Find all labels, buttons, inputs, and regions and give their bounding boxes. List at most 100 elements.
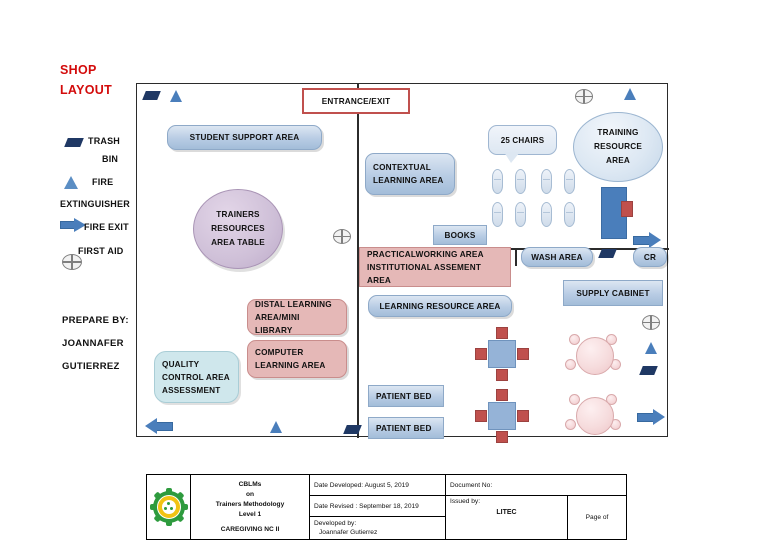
footer-logo-cell <box>147 475 191 539</box>
wall-vertical-upper <box>357 84 359 250</box>
legend-label-fire: FIRE <box>92 177 114 187</box>
room-label-line-3: AREA TABLE <box>211 238 265 247</box>
issued-by-value: LITEC <box>496 509 517 517</box>
fire-exit-arrow-icon <box>633 232 661 248</box>
footer-doc-cell: Document No: Issued by: LITEC Page of <box>446 475 626 539</box>
room-label: BOOKS <box>444 230 476 240</box>
room-label-line-1: CONTEXTUAL <box>373 163 431 172</box>
room-label-line-1: TRAINING <box>597 128 639 137</box>
footer-cblm-cell: CBLMs on Trainers Methodology Level 1 CA… <box>191 475 310 539</box>
first-aid-icon <box>333 229 351 244</box>
cblm-line-4: Level 1 <box>238 510 262 518</box>
chair-icon <box>492 169 503 194</box>
room-quality-control-area[interactable]: QUALITY CONTROL AREA ASSESSMENT <box>154 351 239 403</box>
wall-horizontal-mid <box>357 248 669 250</box>
prepared-by-name-line-1: JOANNAFER <box>62 338 124 349</box>
room-label-line-1: PRACTICALWORKING AREA <box>367 249 484 259</box>
footer-bottom-row: Issued by: LITEC Page of <box>446 496 626 539</box>
page-number-cell: Page of <box>585 514 609 522</box>
room-label: LEARNING RESOURCE AREA <box>379 301 501 311</box>
room-label-line-2: LEARNING AREA <box>373 176 444 185</box>
callout-25-chairs[interactable]: 25 CHAIRS <box>488 125 557 155</box>
fire-exit-arrow-icon <box>637 409 665 425</box>
room-label-line-1: COMPUTER <box>255 348 304 357</box>
fire-extinguisher-icon <box>170 90 182 102</box>
room-label-line-2: LEARNING AREA <box>255 361 326 370</box>
room-student-support-area[interactable]: STUDENT SUPPORT AREA <box>167 125 322 150</box>
chair-icon <box>541 169 552 194</box>
trash-bin-icon <box>142 91 161 100</box>
room-contextual-learning-area[interactable]: CONTEXTUAL LEARNING AREA <box>365 153 455 195</box>
document-footer-table: CBLMs on Trainers Methodology Level 1 CA… <box>146 474 627 540</box>
room-trainers-resources-area-table[interactable]: TRAINERS RESOURCES AREA TABLE <box>193 189 283 269</box>
room-label-line-3: ASSESSMENT <box>162 385 221 395</box>
callout-label: 25 CHAIRS <box>500 135 545 145</box>
room-cr[interactable]: CR <box>633 247 667 267</box>
tesda-logo-icon <box>149 488 188 526</box>
entrance-exit-box[interactable]: ENTRANCE/EXIT <box>302 88 410 114</box>
legend-title: SHOP LAYOUT <box>60 60 138 100</box>
chair-icon <box>492 202 503 227</box>
room-label: PATIENT BED <box>376 423 432 433</box>
first-aid-icon <box>575 89 593 104</box>
chair-icon <box>564 169 575 194</box>
developed-by-name: Joannafer Gutierrez <box>319 529 378 536</box>
chair-icon <box>515 202 526 227</box>
chair-icon <box>564 202 575 227</box>
room-training-resource-area[interactable]: TRAINING RESOURCE AREA <box>573 112 663 182</box>
floor-plan-diagram: STUDENT SUPPORT AREA TRAINERS RESOURCES … <box>136 83 669 443</box>
legend-title-line-1: SHOP <box>60 63 97 77</box>
room-label-line-2: RESOURCES <box>211 224 265 233</box>
room-label-line-2: RESOURCE <box>593 142 642 151</box>
room-patient-bed-2[interactable]: PATIENT BED <box>368 417 444 439</box>
round-table-with-chairs <box>565 334 621 380</box>
document-no: Document No: <box>446 475 626 497</box>
table-with-chairs <box>475 327 529 381</box>
chair-icon <box>515 169 526 194</box>
room-label: CR <box>643 252 657 262</box>
door-marker <box>621 201 633 217</box>
fire-extinguisher-icon <box>624 88 636 100</box>
chair-icon <box>541 202 552 227</box>
room-label: PATIENT BED <box>376 391 432 401</box>
legend-label-fire-exit: FIRE EXIT <box>84 222 129 232</box>
date-revised: Date Revised : September 18, 2019 <box>310 496 445 517</box>
room-supply-cabinet[interactable]: SUPPLY CABINET <box>563 280 663 306</box>
room-label-line-1: DISTAL LEARNING <box>255 299 332 309</box>
room-label-line-3: AREA <box>606 156 630 165</box>
room-books[interactable]: BOOKS <box>433 225 487 245</box>
room-wash-area[interactable]: WASH AREA <box>521 247 593 267</box>
footer-dates-cell: Date Developed: August 5, 2019 Date Revi… <box>310 475 446 539</box>
issued-by-cell: Issued by: LITEC <box>446 496 569 539</box>
legend-panel: SHOP LAYOUT <box>60 60 138 360</box>
room-distal-learning-area[interactable]: DISTAL LEARNING AREA/MINI LIBRARY <box>247 299 347 335</box>
callout-tail <box>504 152 520 163</box>
room-label-line-2: AREA/MINI LIBRARY <box>255 312 300 335</box>
round-table-with-chairs <box>565 394 621 440</box>
fire-exit-arrow-icon <box>145 418 173 434</box>
fire-extinguisher-icon <box>270 421 282 433</box>
table-with-chairs <box>475 389 529 443</box>
room-practical-working-area[interactable]: PRACTICALWORKING AREA INSTITUTIONAL ASSE… <box>359 247 511 287</box>
room-label-line-2: INSTITUTIONAL ASSEMENT AREA <box>367 262 482 285</box>
room-patient-bed-1[interactable]: PATIENT BED <box>368 385 444 407</box>
trash-bin-icon <box>639 366 658 375</box>
prepared-by-name-line-2: GUTIERREZ <box>62 361 120 372</box>
room-label: WASH AREA <box>531 252 583 262</box>
legend-label-trash-bin: TRASH <box>88 136 120 146</box>
wall-stub-right <box>515 248 517 266</box>
room-learning-resource-area[interactable]: LEARNING RESOURCE AREA <box>368 295 512 317</box>
date-developed: Date Developed: August 5, 2019 <box>310 475 445 496</box>
developed-by-cell: Developed by: Joannafer Gutierrez <box>310 517 445 539</box>
cblm-line-2: on <box>245 490 255 498</box>
entrance-exit-label: ENTRANCE/EXIT <box>321 96 391 106</box>
room-label-line-2: CONTROL AREA <box>162 372 230 382</box>
first-aid-icon <box>642 315 660 330</box>
room-label-line-1: QUALITY <box>162 359 200 369</box>
room-computer-learning-area[interactable]: COMPUTER LEARNING AREA <box>247 340 347 378</box>
trash-bin-icon <box>343 425 362 434</box>
developed-by-label: Developed by: <box>314 520 357 527</box>
first-aid-icon <box>62 254 82 270</box>
room-label-line-1: TRAINERS <box>216 210 260 219</box>
fire-extinguisher-icon <box>645 342 657 354</box>
